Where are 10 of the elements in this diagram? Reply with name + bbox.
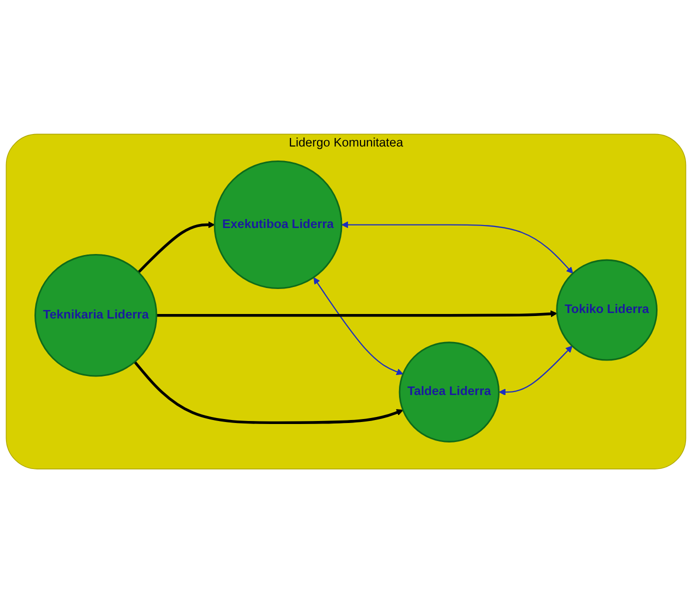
arrow [138,222,215,274]
node-circle: Tokiko Liderra [556,260,658,362]
node-circle: Exekutiboa Liderra [214,160,342,290]
node-circle: Teknikaria Liderra [34,254,158,378]
arrow [342,222,574,274]
node-circle: Taldea Liderra [398,342,500,443]
arrow [314,278,404,376]
arrow [498,346,572,396]
arrow [156,310,558,318]
arrow [134,361,404,424]
